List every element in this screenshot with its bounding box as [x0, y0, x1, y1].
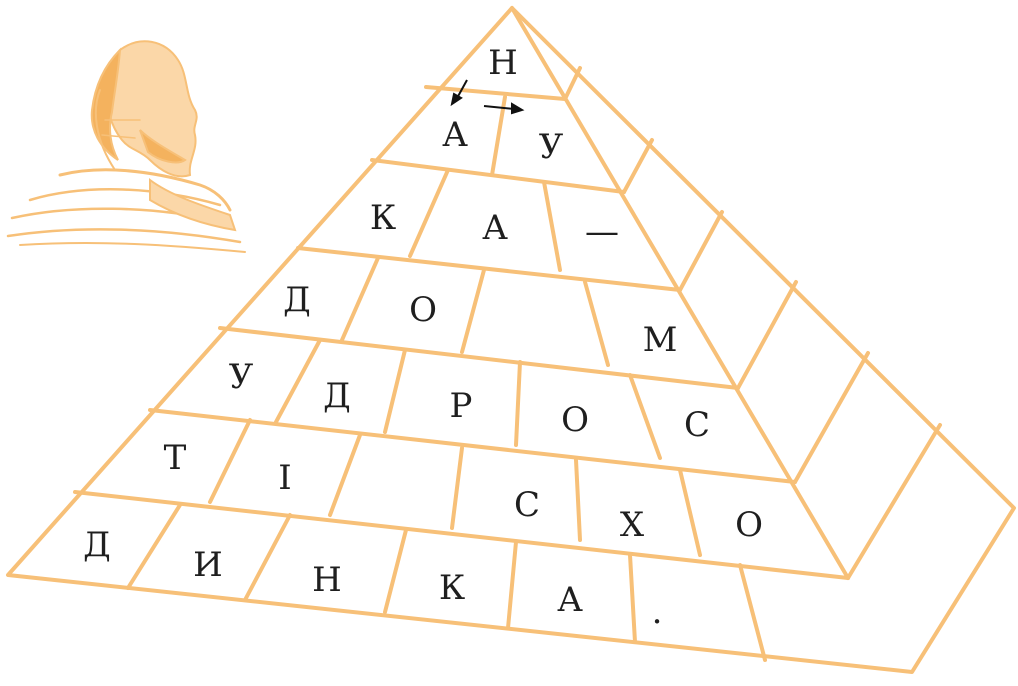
brick-letter: К: [439, 571, 465, 605]
brick-letter: —: [585, 215, 619, 249]
brick-letter: У: [229, 360, 254, 394]
brick-letter: А: [482, 211, 508, 245]
brick-letter: О: [409, 293, 437, 327]
brick-letter: С: [684, 408, 710, 442]
brick-letter: А: [442, 118, 468, 152]
brick-letter: Т: [164, 441, 187, 475]
brick-letter: Р: [450, 389, 473, 423]
brick-letter: .: [652, 595, 663, 629]
brick-letter: С: [514, 488, 540, 522]
brick-letter: О: [735, 508, 763, 542]
brick-letter: У: [539, 130, 564, 164]
brick-letter: І: [278, 461, 291, 495]
sphinx-icon: [8, 41, 245, 252]
brick-letter: К: [370, 201, 396, 235]
brick-letter: Д: [283, 283, 311, 317]
brick-letter: Н: [312, 563, 342, 597]
brick-letter: О: [561, 403, 589, 437]
brick-letter: Н: [488, 46, 518, 80]
brick-letter: Х: [620, 508, 644, 542]
brick-letter: М: [643, 323, 678, 357]
brick-letter: Д: [323, 379, 351, 413]
brick-letter: Д: [83, 528, 111, 562]
brick-letter: И: [193, 548, 223, 582]
brick-letter: А: [557, 583, 583, 617]
